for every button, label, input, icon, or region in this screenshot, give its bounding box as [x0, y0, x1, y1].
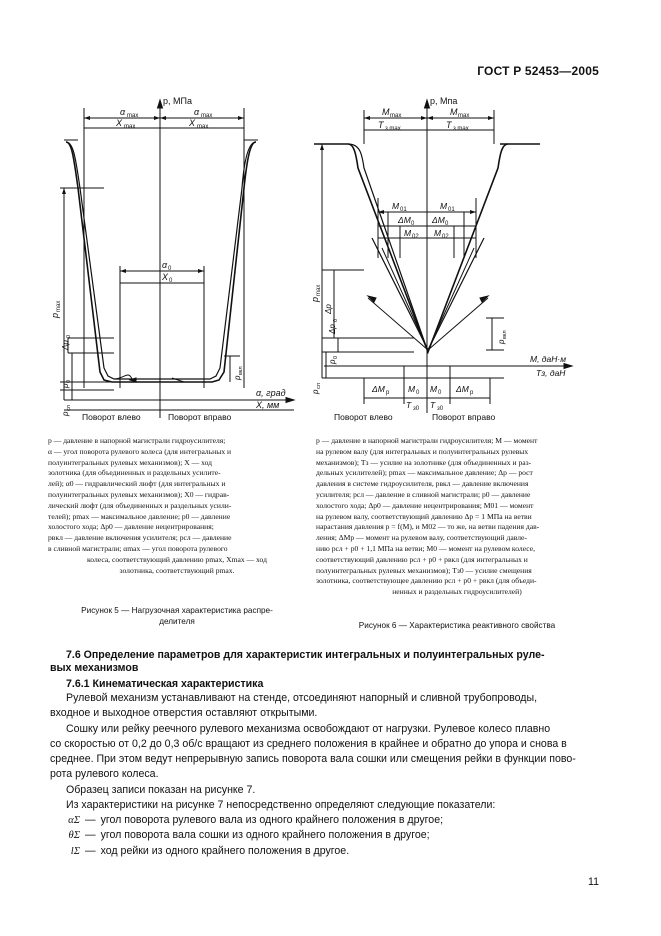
figure-5-title: Рисунок 5 — Нагрузочная характеристика р… [81, 606, 273, 626]
svg-text:max: max [197, 124, 208, 130]
f6-curve-outer [347, 143, 509, 355]
f6-tz0-left: T [406, 400, 412, 410]
f5-alpha0-label: α [162, 260, 168, 270]
f6-tzmax-right: T [446, 120, 453, 130]
f5-dp0-label: Δp [61, 340, 70, 351]
f5-curve-inner [65, 141, 257, 380]
f6-dp-label: Δp [324, 304, 333, 315]
svg-text:max: max [124, 124, 135, 130]
svg-text:max: max [56, 301, 62, 312]
f5-p0-label: p [61, 383, 70, 389]
figure-6-reactive-characteristic: p, Мпа M, даН·м Tз, даН M max T з max M … [310, 96, 574, 422]
f6-turn-right: Поворот вправо [432, 412, 495, 422]
f5-pmax-label: p [50, 313, 60, 319]
f6-tzmax-left: T [378, 120, 385, 130]
f5-axis-p-label: p, МПа [163, 96, 192, 106]
svg-text:з max: з max [385, 126, 401, 132]
f6-pmax-label: p [310, 297, 320, 303]
svg-text:з0: з0 [437, 406, 444, 412]
f5-x-max-left: X [115, 118, 123, 128]
f6-axis-t-label: Tз, даН [536, 368, 566, 378]
svg-text:вкл: вкл [502, 330, 508, 339]
svg-text:сл: сл [66, 405, 72, 411]
f5-turn-left: Поворот влево [82, 412, 141, 422]
f5-psl-label: p [61, 411, 70, 417]
f5-x0-label: X [161, 272, 169, 282]
page-number: 11 [588, 876, 599, 888]
f6-tz0-right: T [430, 400, 436, 410]
svg-text:0: 0 [438, 390, 442, 396]
f6-m02-right: M [434, 228, 442, 238]
f5-turn-right: Поворот вправо [168, 412, 231, 422]
svg-text:max: max [390, 113, 401, 119]
svg-text:0: 0 [411, 221, 415, 227]
svg-text:0: 0 [416, 390, 420, 396]
svg-text:p: p [386, 390, 390, 396]
f6-m01-right: M [440, 201, 448, 211]
f6-dmp-right: ΔM [455, 384, 470, 394]
figure-6-title: Рисунок 6 — Характеристика реактивного с… [358, 621, 556, 630]
svg-text:0: 0 [66, 335, 72, 338]
f5-axis-alpha-label: α, град [256, 388, 286, 398]
definition-item: lΣ—ход рейки из одного крайнего положени… [70, 844, 350, 857]
svg-text:0: 0 [168, 266, 172, 272]
body-text: Рулевой механизм устанавливают на стенде… [50, 692, 576, 812]
svg-text:02: 02 [442, 234, 449, 240]
f6-psl-label: p [311, 389, 320, 395]
svg-text:сл: сл [316, 383, 322, 389]
svg-text:0: 0 [169, 278, 173, 284]
f6-m01-left: M [392, 201, 400, 211]
svg-text:max: max [201, 113, 212, 119]
f6-dmp-left: ΔM [371, 384, 386, 394]
svg-text:0: 0 [66, 380, 72, 383]
svg-text:02: 02 [412, 234, 419, 240]
definitions-list: αΣ—угол поворота рулевого вала из одного… [48, 813, 608, 859]
document-header: ГОСТ Р 52453—2005 [477, 64, 599, 78]
f5-axis-x-label: X, мм [255, 400, 279, 410]
f6-mmax-right: M [450, 107, 458, 117]
figure-5-legend: p — давление в напорной магистрали гидро… [48, 436, 267, 575]
figure-6-legend: p — давление в напорной магистрали гидро… [316, 436, 540, 597]
f5-curve-outer [65, 141, 257, 383]
svg-text:max: max [316, 285, 322, 296]
f6-dp0-label: Δp [328, 324, 337, 335]
f5-x-max-right: X [188, 118, 196, 128]
f6-turn-left: Поворот влево [334, 412, 393, 422]
svg-text:0: 0 [333, 319, 339, 322]
svg-text:max: max [127, 113, 138, 119]
f5-alpha-max-left: α [120, 107, 126, 117]
definition-item: θΣ—угол поворота вала сошки из одного кр… [68, 829, 430, 842]
section-heading: 7.6 Определение параметров для характери… [50, 649, 545, 674]
f6-mmax-left: M [382, 107, 390, 117]
f6-pvkl-label: p [497, 339, 506, 345]
definition-item: αΣ—угол поворота рулевого вала из одного… [68, 814, 444, 826]
f6-m02-left: M [404, 228, 412, 238]
f5-alpha-max-right: α [194, 107, 200, 117]
f6-m0-left: M [408, 384, 416, 394]
svg-text:з0: з0 [413, 406, 420, 412]
f6-axis-p-label: p, Мпа [430, 96, 457, 106]
subsection-heading: 7.6.1 Кинематическая характеристика [66, 678, 264, 690]
svg-text:01: 01 [448, 207, 455, 213]
svg-text:01: 01 [400, 207, 407, 213]
svg-text:0: 0 [333, 356, 339, 359]
svg-text:p: p [470, 390, 474, 396]
svg-text:вкл: вкл [238, 366, 244, 375]
f5-pvkl-label: p [233, 375, 242, 381]
svg-text:з max: з max [453, 126, 469, 132]
f6-m0-right: M [430, 384, 438, 394]
svg-text:max: max [458, 113, 469, 119]
svg-text:0: 0 [445, 221, 449, 227]
figure-5-load-characteristic: p, МПа α, град X, мм α max X max α max X… [50, 96, 296, 422]
f6-dm0-left: ΔM [397, 215, 412, 225]
f6-p0-label: p [328, 359, 337, 365]
f6-axis-m-label: M, даН·м [530, 354, 566, 364]
f6-dm0-right: ΔM [431, 215, 446, 225]
